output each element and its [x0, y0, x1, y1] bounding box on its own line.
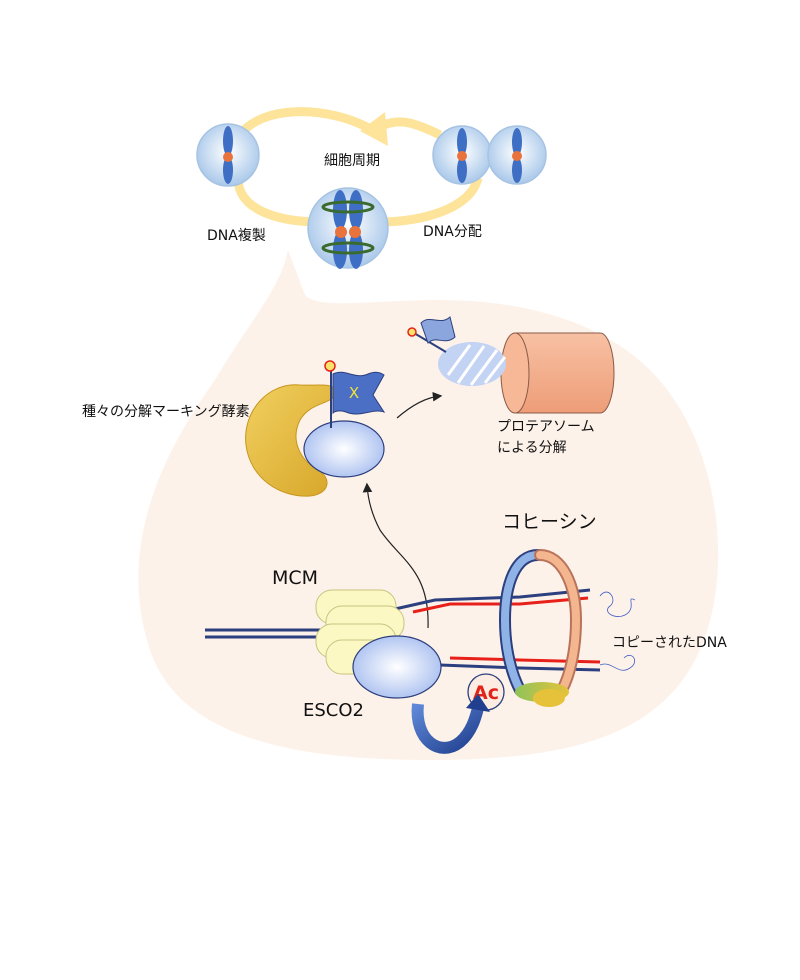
dna-replication-label: DNA複製 — [207, 227, 266, 244]
cohesin-complex — [498, 549, 583, 707]
proteasome-label-line2: による分解 — [497, 440, 567, 456]
replicated-dna-upper — [394, 588, 591, 614]
cohesin-label: コヒーシン — [502, 511, 597, 533]
squiggle-icon — [599, 654, 636, 671]
cohesin-ring-icon — [321, 200, 375, 214]
cell-replicated — [307, 187, 389, 269]
degradation-enzymes-label: 種々の分解マーキング酵素 — [82, 404, 250, 420]
cell-divided-right — [487, 125, 547, 185]
centromere — [223, 152, 233, 162]
esco2-upper — [303, 420, 385, 478]
cohesin-ring-icon — [321, 241, 375, 255]
arrow-to-degradation — [362, 482, 429, 629]
esco2-label: ESCO2 — [303, 700, 364, 721]
squiggle-icon — [599, 591, 636, 617]
cell-cycle-label: 細胞周期 — [324, 153, 380, 169]
cycle-arrow-head — [360, 112, 388, 146]
mcm-label: MCM — [272, 567, 318, 589]
proteasome-label-line1: プロテアソーム — [497, 419, 595, 435]
copied-dna-label: コピーされたDNA — [612, 635, 727, 651]
acetylation-arrow-icon — [411, 703, 484, 754]
cell-divided-left — [432, 125, 492, 185]
arrow-to-proteasome — [396, 391, 443, 419]
chromosome — [223, 156, 233, 184]
small-flag-icon — [407, 316, 456, 353]
degraded-protein — [438, 342, 507, 386]
esco2-lower — [352, 635, 442, 699]
chromosome — [223, 126, 233, 156]
dna-segregation-label: DNA分配 — [423, 224, 482, 240]
flag-mark: X — [349, 384, 359, 402]
parental-dna — [205, 628, 330, 639]
ubiquitin-flag-icon: X — [324, 360, 386, 428]
cell-g1 — [196, 123, 260, 187]
proteasome — [500, 332, 615, 414]
